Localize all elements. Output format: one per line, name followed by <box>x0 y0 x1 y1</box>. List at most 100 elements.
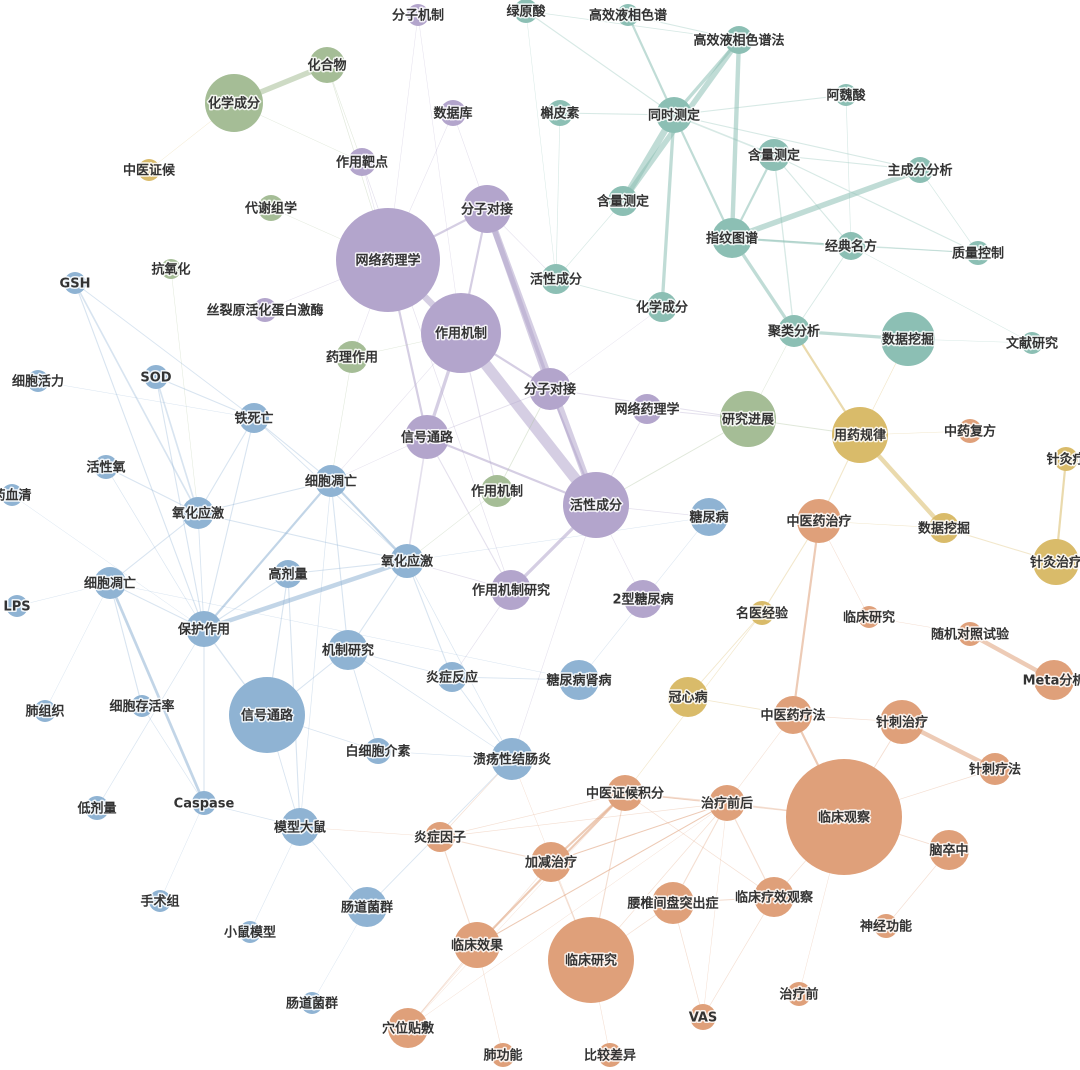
node-t6[interactable] <box>835 84 857 106</box>
node-b10[interactable] <box>6 595 28 617</box>
node-o8[interactable] <box>979 753 1011 785</box>
node-b27[interactable] <box>347 887 387 927</box>
node-label-t6: 阿魏酸 <box>826 88 866 104</box>
node-b9[interactable] <box>94 567 126 599</box>
node-o3[interactable] <box>858 606 880 628</box>
node-n8[interactable] <box>632 394 662 424</box>
node-t14[interactable] <box>647 292 677 322</box>
node-b8[interactable] <box>182 497 214 529</box>
node-o7[interactable] <box>880 700 924 744</box>
node-g1[interactable] <box>205 74 263 132</box>
node-n7[interactable] <box>491 570 531 610</box>
node-b29[interactable] <box>301 992 323 1014</box>
node-b18[interactable] <box>34 700 56 722</box>
node-o4[interactable] <box>958 622 982 646</box>
node-t2[interactable] <box>617 4 639 26</box>
node-n5[interactable] <box>563 472 629 538</box>
node-o21[interactable] <box>787 982 811 1006</box>
node-b2[interactable] <box>144 365 168 389</box>
node-y3[interactable] <box>929 513 959 543</box>
node-t13[interactable] <box>541 264 571 294</box>
node-g2[interactable] <box>309 47 345 83</box>
node-y4[interactable] <box>1054 447 1078 471</box>
node-o11[interactable] <box>786 759 902 875</box>
node-t4[interactable] <box>656 97 692 133</box>
node-t8[interactable] <box>907 157 933 183</box>
node-g4[interactable] <box>161 259 181 279</box>
node-y2[interactable] <box>832 407 888 463</box>
node-b23[interactable] <box>85 796 109 820</box>
node-n9[interactable] <box>624 580 662 618</box>
node-b25[interactable] <box>281 808 319 846</box>
node-o12[interactable] <box>425 822 455 852</box>
node-n12[interactable] <box>348 148 376 176</box>
node-b14[interactable] <box>328 630 368 670</box>
node-b19[interactable] <box>131 695 153 717</box>
node-o19[interactable] <box>548 917 634 1003</box>
node-n13[interactable] <box>253 298 277 322</box>
node-o9[interactable] <box>607 775 643 811</box>
node-b15[interactable] <box>437 662 467 692</box>
node-t17[interactable] <box>1021 332 1043 354</box>
node-n4[interactable] <box>529 368 571 410</box>
node-o15[interactable] <box>652 882 694 924</box>
node-g6[interactable] <box>720 391 776 447</box>
node-n10[interactable] <box>407 4 429 26</box>
node-g5[interactable] <box>336 341 368 373</box>
node-b1[interactable] <box>64 272 86 294</box>
node-n6[interactable] <box>405 415 449 459</box>
node-b24[interactable] <box>192 791 216 815</box>
node-t3[interactable] <box>725 26 753 54</box>
node-n1[interactable] <box>336 208 440 312</box>
node-o5[interactable] <box>1034 660 1074 700</box>
node-o17[interactable] <box>874 914 898 938</box>
node-o24[interactable] <box>598 1043 622 1067</box>
node-t7[interactable] <box>758 139 790 171</box>
node-b26[interactable] <box>149 890 171 912</box>
node-b20[interactable] <box>229 677 305 753</box>
node-y7[interactable] <box>668 677 708 717</box>
node-n2[interactable] <box>421 293 501 373</box>
node-b28[interactable] <box>239 921 261 943</box>
node-t11[interactable] <box>837 232 865 260</box>
node-label-n3: 分子对接 <box>461 202 513 218</box>
node-y1[interactable] <box>138 159 160 181</box>
node-o6[interactable] <box>774 696 812 734</box>
node-o23[interactable] <box>491 1043 515 1067</box>
node-y5[interactable] <box>1033 539 1079 585</box>
node-t10[interactable] <box>712 218 752 258</box>
node-b6[interactable] <box>1 484 23 506</box>
node-t16[interactable] <box>881 312 935 366</box>
node-n11[interactable] <box>440 100 466 126</box>
node-o14[interactable] <box>929 830 969 870</box>
node-label-b7: 细胞凋亡 <box>305 474 357 490</box>
node-b12[interactable] <box>390 544 424 578</box>
node-t15[interactable] <box>778 315 810 347</box>
node-o22[interactable] <box>388 1008 428 1048</box>
node-g3[interactable] <box>258 195 284 221</box>
node-t9[interactable] <box>608 186 638 216</box>
node-b17[interactable] <box>559 660 599 700</box>
node-o10[interactable] <box>709 785 745 821</box>
node-o20[interactable] <box>690 1004 716 1030</box>
node-o18[interactable] <box>454 922 500 968</box>
node-b3[interactable] <box>27 370 49 392</box>
node-b11[interactable] <box>274 560 302 588</box>
node-g7[interactable] <box>481 475 513 507</box>
node-b16[interactable] <box>690 498 728 536</box>
node-n3[interactable] <box>463 185 511 233</box>
node-o16[interactable] <box>754 877 794 917</box>
node-b22[interactable] <box>491 738 533 780</box>
node-t1[interactable] <box>514 0 538 23</box>
node-o1[interactable] <box>958 419 982 443</box>
node-y6[interactable] <box>750 601 774 625</box>
node-t5[interactable] <box>547 100 573 126</box>
node-o13[interactable] <box>531 842 571 882</box>
node-b5[interactable] <box>94 455 118 479</box>
node-b13[interactable] <box>186 611 222 647</box>
node-o2[interactable] <box>797 499 841 543</box>
node-t12[interactable] <box>966 241 990 265</box>
node-b21[interactable] <box>365 738 391 764</box>
node-b7[interactable] <box>315 465 347 497</box>
node-b4[interactable] <box>239 403 269 433</box>
